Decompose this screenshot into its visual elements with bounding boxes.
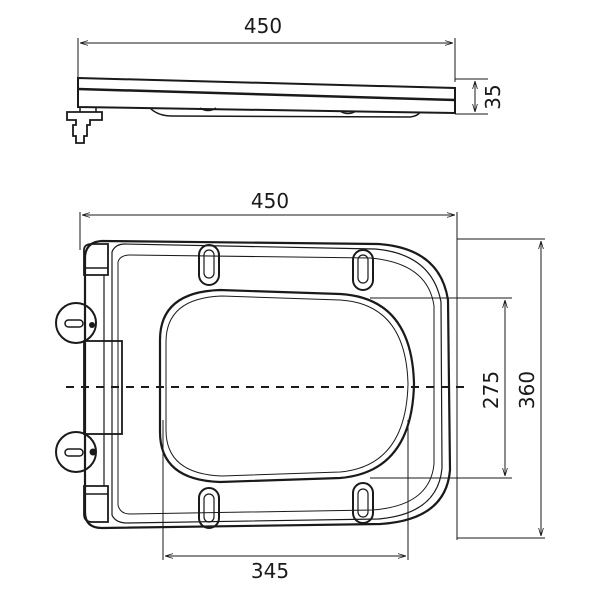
hinge-bracket-bottom [83,485,109,523]
seat-outer-outline [83,239,452,530]
hinge-bolt [66,111,103,144]
hinge-knob-top [55,302,97,344]
bumper-top-right [352,249,374,291]
side-height-label: 35 [481,84,505,109]
side-view: 450 35 [66,14,505,144]
side-width-label: 450 [244,14,282,38]
bumper-top-left [198,244,220,286]
top-width-label: 450 [251,189,289,213]
outer-height-label: 360 [515,371,539,409]
seat-side-profile [77,76,456,115]
top-view: 450 [55,189,545,583]
hinge-knob-bottom [55,431,97,473]
seat-opening-outline [158,288,416,484]
inner-height-label: 275 [479,371,503,409]
bumper-bottom-left [198,487,220,529]
hinge-bracket-top [83,243,109,276]
bumper-bottom-right [352,482,374,524]
inner-width-label: 345 [251,559,289,583]
